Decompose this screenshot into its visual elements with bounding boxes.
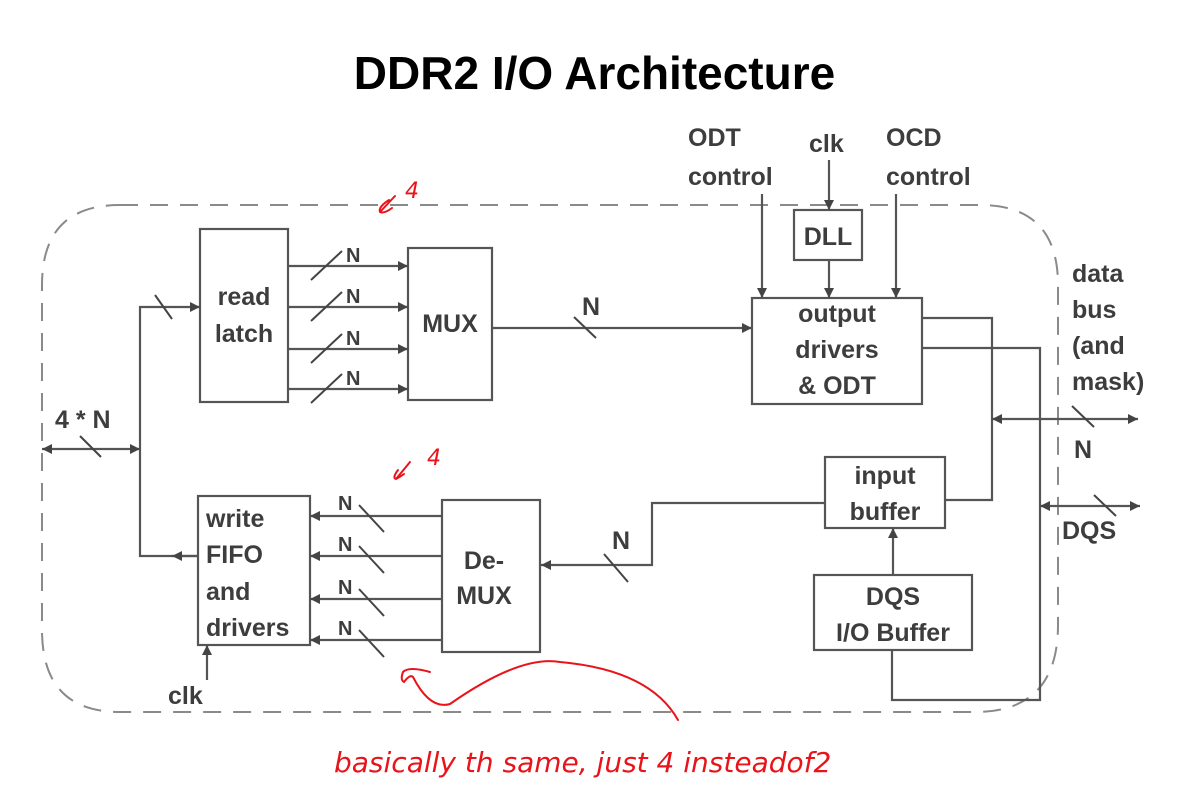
dqs-loop-wire bbox=[887, 346, 1042, 702]
bus-width-label: N bbox=[338, 493, 352, 515]
page-title: DDR2 I/O Architecture bbox=[353, 47, 836, 99]
input-buffer-block bbox=[823, 455, 947, 530]
output-drivers-label-1: output bbox=[798, 300, 876, 328]
bus-width-tick bbox=[358, 545, 385, 574]
bus-width-tick bbox=[573, 316, 597, 339]
read-latch-to-mux-buses: N N N N bbox=[288, 245, 408, 404]
bus-width-label: N bbox=[346, 245, 360, 267]
bus-width-tick bbox=[79, 435, 102, 458]
read-latch-label-2: latch bbox=[215, 320, 273, 348]
output-drivers-label-3: & ODT bbox=[798, 372, 876, 400]
bus-width-label: N bbox=[346, 286, 360, 308]
bus-width-tick bbox=[603, 553, 629, 583]
data-bus-width-label: N bbox=[1074, 436, 1092, 464]
output-drivers-label-2: drivers bbox=[795, 336, 878, 364]
bus-width-label: N bbox=[346, 328, 360, 350]
check-mark-icon bbox=[378, 195, 396, 214]
write-fifo-output-wire bbox=[138, 449, 198, 558]
bus-width-tick bbox=[358, 504, 385, 533]
write-fifo-label-2: FIFO bbox=[206, 541, 263, 569]
check-mark-icon bbox=[393, 461, 411, 480]
bus-width-tick bbox=[1093, 494, 1117, 517]
dll-label: DLL bbox=[804, 223, 853, 251]
dqs-io-buffer-label-1: DQS bbox=[866, 583, 920, 611]
clk-bottom-label: clk bbox=[168, 682, 203, 710]
mux-label: MUX bbox=[422, 310, 478, 338]
data-bus-label-1: data bbox=[1072, 260, 1125, 288]
data-bus-label-4: mask) bbox=[1072, 368, 1144, 396]
clk-top-label: clk bbox=[809, 130, 844, 158]
bus-width-tick bbox=[358, 629, 385, 658]
bus-width-tick bbox=[358, 588, 385, 617]
read-side-count-annotation: 4 bbox=[405, 179, 419, 204]
mux-output-width-label: N bbox=[582, 293, 600, 321]
bus-width-label: N bbox=[346, 368, 360, 390]
bus-width-tick bbox=[1071, 405, 1095, 428]
bus-width-tick bbox=[310, 291, 343, 322]
demux-input-width-label: N bbox=[612, 527, 630, 555]
bus-width-label: N bbox=[338, 534, 352, 556]
write-fifo-block bbox=[196, 494, 312, 647]
ocd-control-label-2: control bbox=[886, 163, 971, 191]
bus-width-tick bbox=[154, 294, 173, 320]
read-latch-block bbox=[198, 227, 290, 404]
write-fifo-label-4: drivers bbox=[206, 614, 289, 642]
dqs-label: DQS bbox=[1062, 517, 1116, 545]
write-side-count-annotation: 4 bbox=[427, 446, 441, 471]
read-latch-label-1: read bbox=[218, 283, 271, 311]
odt-control-label-1: ODT bbox=[688, 124, 741, 152]
input-buffer-label-1: input bbox=[854, 462, 916, 490]
bus-width-tick bbox=[310, 373, 343, 404]
odt-control-label-2: control bbox=[688, 163, 773, 191]
data-bus-label-3: (and bbox=[1072, 332, 1125, 360]
ocd-control-label-1: OCD bbox=[886, 124, 942, 152]
bus-width-tick bbox=[310, 250, 343, 281]
demux-label-1: De- bbox=[464, 547, 504, 575]
output-to-input-buffer-wire bbox=[922, 316, 994, 505]
demux-block bbox=[440, 498, 542, 654]
demux-label-2: MUX bbox=[456, 582, 512, 610]
demux-to-write-fifo-buses: N N N N bbox=[310, 493, 442, 658]
write-fifo-label-3: and bbox=[206, 578, 250, 606]
pointer-arrow-icon bbox=[400, 660, 679, 721]
dqs-io-buffer-label-2: I/O Buffer bbox=[836, 619, 950, 647]
bus-width-label: N bbox=[338, 618, 352, 640]
handwritten-annotations: 4 4 basically th same, just 4 insteadof2 bbox=[334, 179, 831, 779]
input-buffer-label-2: buffer bbox=[850, 498, 921, 526]
bus-width-label: N bbox=[338, 577, 352, 599]
write-fifo-label-1: write bbox=[205, 505, 264, 533]
chip-boundary bbox=[41, 204, 1059, 713]
data-bus-label-2: bus bbox=[1072, 296, 1116, 324]
input-buffer-to-demux-wire bbox=[541, 501, 825, 570]
four-n-label: 4 * N bbox=[55, 406, 111, 434]
to-read-latch-wire bbox=[138, 302, 200, 449]
handwritten-note: basically th same, just 4 insteadof2 bbox=[334, 746, 831, 779]
bus-width-tick bbox=[310, 333, 343, 364]
mux-block bbox=[406, 246, 494, 402]
output-drivers-block bbox=[750, 296, 924, 406]
